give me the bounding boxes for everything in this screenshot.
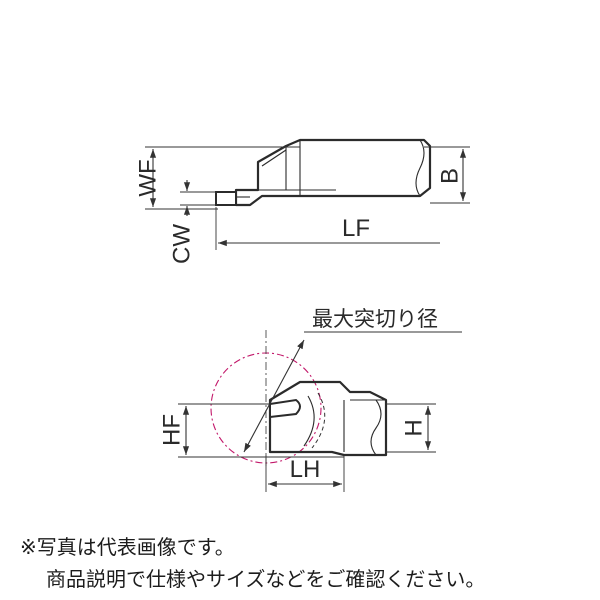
top-view-inner-line (261, 149, 287, 167)
front-view-holder-body (268, 380, 388, 457)
hf-label: HF (159, 414, 186, 446)
h-label: H (401, 419, 428, 436)
top-view: WF B CW LF (135, 138, 470, 264)
b-label: B (437, 168, 464, 184)
lh-label: LH (290, 456, 321, 483)
front-view-inner-arc (303, 395, 315, 447)
representative-image-note: ※写真は代表画像です。 (20, 535, 235, 559)
top-view-insert (215, 191, 237, 206)
wf-label: WF (135, 159, 162, 196)
check-specifications-note: 商品説明で仕様やサイズなどをご確認ください。 (46, 567, 486, 591)
top-view-break-line (415, 139, 425, 197)
lf-label: LF (342, 215, 370, 242)
front-view-insert (269, 398, 301, 419)
front-view-break-line (370, 399, 382, 456)
max-cut-diameter-leader (243, 339, 305, 453)
top-view-holder-body (234, 138, 432, 207)
front-view: 最大突切り径 HF H LH (159, 307, 462, 492)
max-cut-diameter-label: 最大突切り径 (312, 307, 438, 331)
front-view-hidden-arc (311, 392, 326, 449)
cw-label: CW (169, 224, 196, 264)
